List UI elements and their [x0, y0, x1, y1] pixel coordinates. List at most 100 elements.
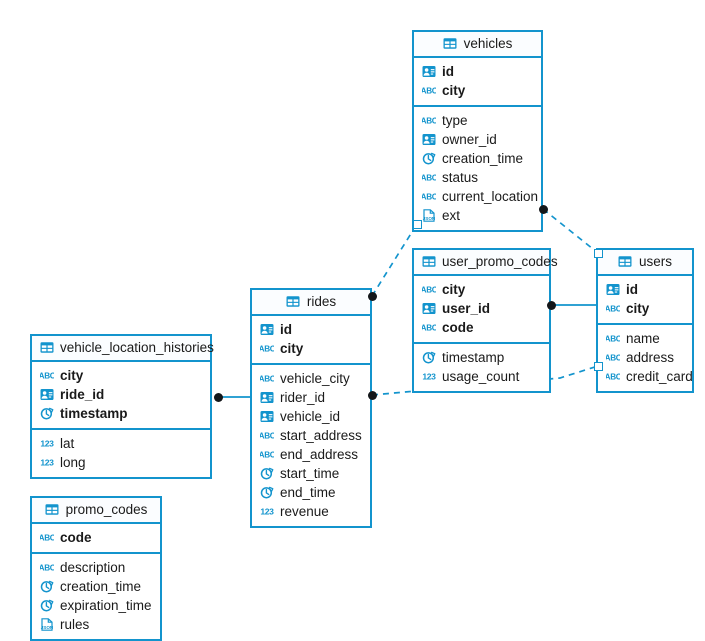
- key-id-icon: [259, 323, 274, 337]
- svg-text:123: 123: [260, 507, 274, 517]
- column-field-owner_id[interactable]: owner_id: [421, 130, 534, 149]
- field-label: city: [442, 281, 466, 297]
- 123-number-icon: 123: [421, 370, 436, 384]
- relationship-many-marker-rides-vehicles: [367, 291, 377, 301]
- field-label: user_id: [442, 300, 491, 316]
- relationship-many-marker-vehicles-users: [538, 204, 548, 214]
- column-field-rider_id[interactable]: rider_id: [259, 388, 363, 407]
- field-label: creation_time: [442, 150, 524, 166]
- field-label: revenue: [280, 503, 329, 519]
- relationship-many-marker-vlh-rides: [213, 392, 223, 402]
- relationship-one-marker-vehicles-users: [593, 248, 603, 258]
- column-field-timestamp[interactable]: timestamp: [421, 348, 542, 367]
- relationship-line-vehicles-users[interactable]: [542, 208, 599, 254]
- key-id-icon: [39, 388, 54, 402]
- svg-text:ABC: ABC: [40, 533, 54, 542]
- field-label: owner_id: [442, 131, 497, 147]
- field-label: address: [626, 349, 675, 365]
- column-field-start_time[interactable]: start_time: [259, 464, 363, 483]
- field-label: end_address: [280, 446, 359, 462]
- field-label: expiration_time: [60, 597, 152, 613]
- primary-key-field-user_id[interactable]: user_id: [421, 299, 542, 318]
- 123-number-icon: 123: [39, 437, 54, 451]
- svg-text:ABC: ABC: [606, 304, 620, 313]
- table-header-user_promo_codes[interactable]: user_promo_codes: [414, 250, 558, 276]
- abc-string-icon: ABC: [39, 369, 54, 383]
- svg-text:123: 123: [40, 439, 54, 449]
- primary-key-field-city[interactable]: ABC city: [605, 299, 685, 318]
- svg-text:JSON: JSON: [422, 216, 435, 221]
- svg-text:ABC: ABC: [422, 323, 436, 332]
- table-header-users[interactable]: users: [598, 250, 692, 276]
- table-icon: [618, 255, 633, 269]
- abc-string-icon: ABC: [259, 372, 274, 386]
- table-header-vehicle_location_histories[interactable]: vehicle_location_histories: [32, 336, 214, 362]
- primary-key-field-id[interactable]: id: [259, 320, 363, 339]
- field-label: city: [626, 300, 650, 316]
- column-field-end_time[interactable]: end_time: [259, 483, 363, 502]
- field-label: id: [442, 63, 454, 79]
- svg-text:ABC: ABC: [260, 374, 274, 383]
- primary-key-field-id[interactable]: id: [421, 62, 534, 81]
- relationship-many-marker-rides-users: [367, 390, 377, 400]
- column-field-revenue[interactable]: 123 revenue: [259, 502, 363, 521]
- svg-text:ABC: ABC: [422, 192, 436, 201]
- primary-key-field-city[interactable]: ABC city: [421, 280, 542, 299]
- column-field-expiration_time[interactable]: expiration_time: [39, 596, 153, 615]
- table-header-vehicles[interactable]: vehicles: [414, 32, 541, 58]
- column-field-vehicle_id[interactable]: vehicle_id: [259, 407, 363, 426]
- key-id-icon: [421, 302, 436, 316]
- table-icon: [39, 341, 54, 355]
- key-id-icon: [421, 133, 436, 147]
- relationship-line-rides-vehicles[interactable]: [371, 223, 418, 297]
- primary-key-field-timestamp[interactable]: timestamp: [39, 404, 203, 423]
- primary-key-field-id[interactable]: id: [605, 280, 685, 299]
- field-label: code: [60, 529, 92, 545]
- abc-string-icon: ABC: [421, 321, 436, 335]
- primary-key-field-code[interactable]: ABC code: [39, 528, 153, 547]
- svg-text:ABC: ABC: [422, 285, 436, 294]
- field-label: creation_time: [60, 578, 142, 594]
- svg-text:ABC: ABC: [422, 173, 436, 182]
- table-header-promo_codes[interactable]: promo_codes: [32, 498, 160, 524]
- table-header-rides[interactable]: rides: [252, 290, 370, 316]
- svg-text:ABC: ABC: [40, 563, 54, 572]
- 123-number-icon: 123: [259, 505, 274, 519]
- column-field-creation_time[interactable]: creation_time: [421, 149, 534, 168]
- key-id-icon: [259, 410, 274, 424]
- field-label: timestamp: [442, 349, 505, 365]
- column-field-creation_time[interactable]: creation_time: [39, 577, 153, 596]
- primary-key-field-ride_id[interactable]: ride_id: [39, 385, 203, 404]
